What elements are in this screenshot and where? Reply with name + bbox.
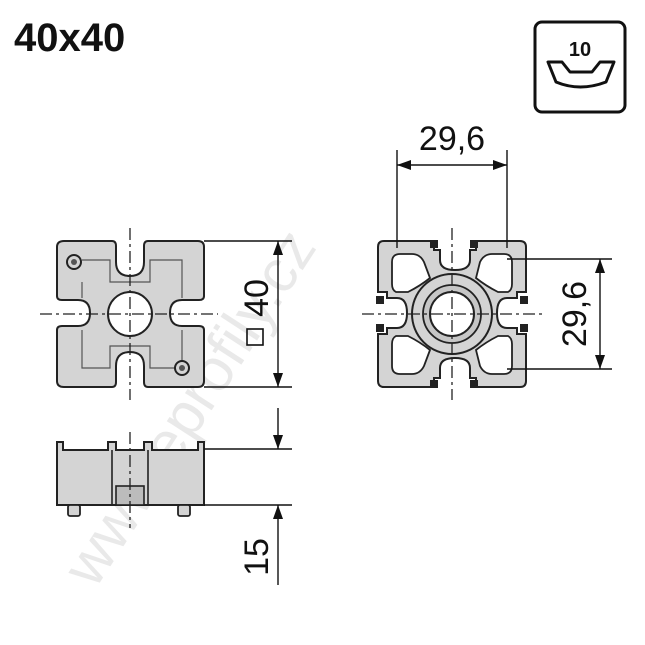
slot-size-badge: 10 xyxy=(533,20,627,114)
profile-section-view xyxy=(362,228,542,400)
dim-outer-square-label: 40 xyxy=(238,279,276,317)
badge-slot-size: 10 xyxy=(569,39,591,61)
dim-top-width-label: 29,6 xyxy=(419,120,485,158)
dimension-outer-square xyxy=(204,240,292,388)
end-cap-side-view xyxy=(56,432,205,528)
end-cap-top-view xyxy=(40,228,218,400)
dim-side-height-label: 29,6 xyxy=(556,281,594,347)
dimension-side-height xyxy=(507,258,612,370)
dimension-thickness xyxy=(204,408,292,585)
square-icon xyxy=(246,328,264,346)
dimension-top-width xyxy=(396,150,508,248)
dim-thickness-label: 15 xyxy=(238,538,276,576)
slot-profile-icon xyxy=(546,60,616,89)
page-title: 40x40 xyxy=(14,16,126,60)
